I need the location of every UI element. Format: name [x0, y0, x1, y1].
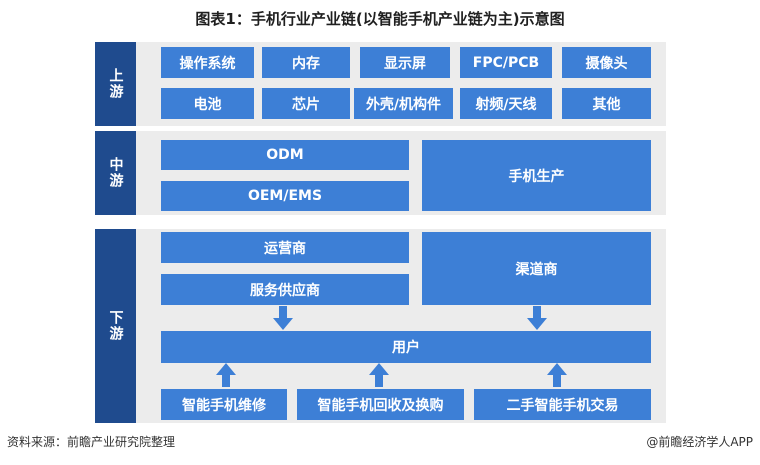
- channel-box: 渠道商: [422, 232, 651, 305]
- component-rf-antenna: 射频/天线: [460, 88, 552, 119]
- component-other: 其他: [562, 88, 651, 119]
- source-note: 资料来源：前瞻产业研究院整理: [7, 435, 176, 449]
- tier-label-downstream: 下游: [95, 229, 136, 423]
- component-housing: 外壳/机构件: [354, 88, 453, 119]
- odm-box: ODM: [161, 140, 409, 170]
- arrow-down-icon: [273, 306, 293, 330]
- component-fpc-pcb: FPC/PCB: [460, 47, 552, 78]
- component-memory: 内存: [262, 47, 350, 78]
- component-display: 显示屏: [360, 47, 450, 78]
- arrow-down-icon: [527, 306, 547, 330]
- arrow-up-icon: [216, 363, 236, 387]
- arrow-up-icon: [369, 363, 389, 387]
- arrow-up-icon: [547, 363, 567, 387]
- operator-box: 运营商: [161, 232, 409, 263]
- secondhand-trade-box: 二手智能手机交易: [474, 389, 651, 420]
- oem-ems-box: OEM/EMS: [161, 181, 409, 211]
- component-chip: 芯片: [262, 88, 350, 119]
- component-camera: 摄像头: [562, 47, 651, 78]
- component-operating-system: 操作系统: [161, 47, 254, 78]
- user-box: 用户: [161, 331, 651, 363]
- brand-credit: @前瞻经济学人APP: [646, 435, 753, 449]
- phone-production-box: 手机生产: [422, 140, 651, 211]
- component-battery: 电池: [161, 88, 254, 119]
- service-provider-box: 服务供应商: [161, 274, 409, 305]
- page-title: 图表1：手机行业产业链(以智能手机产业链为主)示意图: [195, 10, 565, 28]
- phone-repair-box: 智能手机维修: [161, 389, 287, 420]
- tier-label-upstream: 上游: [95, 42, 136, 126]
- phone-recycle-box: 智能手机回收及换购: [297, 389, 464, 420]
- tier-label-midstream: 中游: [95, 131, 136, 215]
